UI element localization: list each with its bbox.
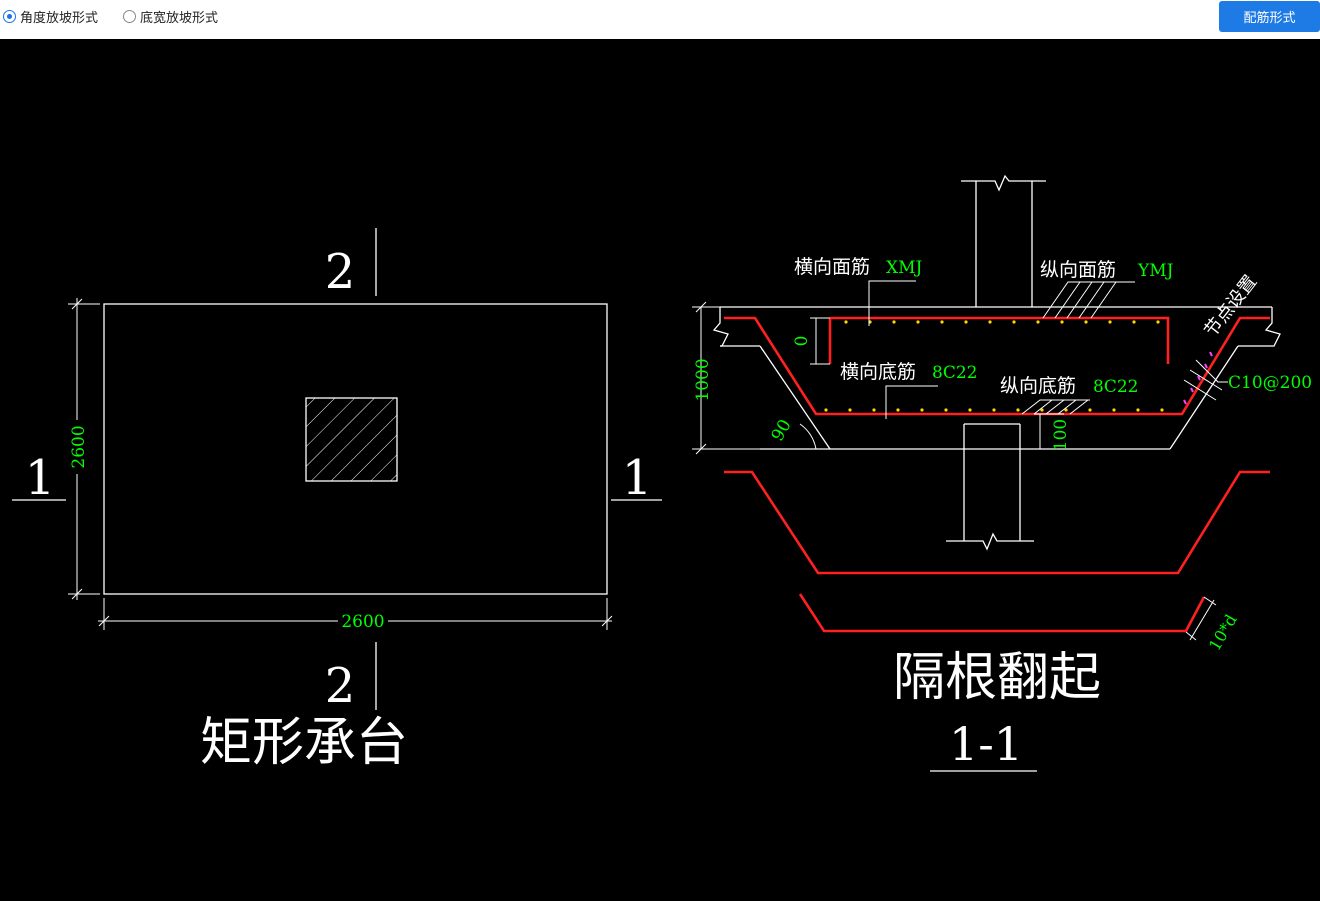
radio-width-label: 底宽放坡形式 (140, 10, 219, 26)
radio-angle-label: 角度放坡形式 (20, 10, 99, 26)
angle-90: 90 (768, 416, 796, 445)
label-ymj: 纵向面筋 (1040, 259, 1116, 281)
section-left: 1 (25, 450, 56, 506)
label-stirrup: C10@200 (1228, 373, 1312, 393)
toolbar: 角度放坡形式 底宽放坡形式 配筋形式 (0, 0, 1320, 39)
drawing: 2600 2600 2 2 1 1 矩形承台 (12, 174, 1312, 773)
radio-indicator (3, 9, 16, 23)
label-node-setting[interactable]: 节点设置 (1200, 271, 1261, 341)
stirrup-marks (1183, 351, 1213, 405)
section-label: 1-1 (949, 717, 1023, 771)
label-ymj-code: YMJ (1137, 261, 1174, 281)
radio-width-slope[interactable]: 底宽放坡形式 (123, 7, 219, 26)
dim-100: 100 (1051, 419, 1071, 451)
dim-bottom: 2600 (341, 612, 384, 632)
top-bar-dots (824, 320, 1164, 412)
label-zdj-code: 8C22 (1093, 377, 1138, 397)
plan-title: 矩形承台 (200, 713, 408, 773)
bent-rebar-2 (798, 593, 1206, 633)
section-view: 1000 0 100 90 横向面筋 XMJ 纵向面筋 YMJ 节点设置 横向底… (692, 174, 1312, 772)
dim-left: 2600 (69, 425, 89, 468)
dim-1000: 1000 (693, 358, 713, 401)
label-xmj-code: XMJ (886, 258, 923, 278)
label-hdj: 横向底筋 (840, 361, 916, 383)
bent-rebar-1 (724, 470, 1270, 575)
column-hatch (305, 397, 398, 482)
section-top: 2 (325, 244, 356, 300)
label-zdj: 纵向底筋 (1000, 375, 1076, 397)
hook-length: 10*d (1205, 611, 1241, 654)
radio-indicator (123, 9, 136, 23)
label-hdj-code: 8C22 (932, 363, 977, 383)
cad-canvas: 2600 2600 2 2 1 1 矩形承台 (0, 39, 1320, 901)
radio-angle-slope[interactable]: 角度放坡形式 (3, 7, 99, 26)
plan-view: 2600 2600 2 2 1 1 矩形承台 (12, 228, 662, 773)
section-bottom: 2 (325, 658, 356, 714)
section-right: 1 (622, 450, 653, 506)
label-xmj: 横向面筋 (794, 256, 870, 278)
cap-outline (103, 303, 608, 595)
section-title: 隔根翻起 (893, 648, 1101, 708)
dim-0: 0 (792, 336, 812, 347)
rebar-form-button[interactable]: 配筋形式 (1219, 1, 1320, 32)
